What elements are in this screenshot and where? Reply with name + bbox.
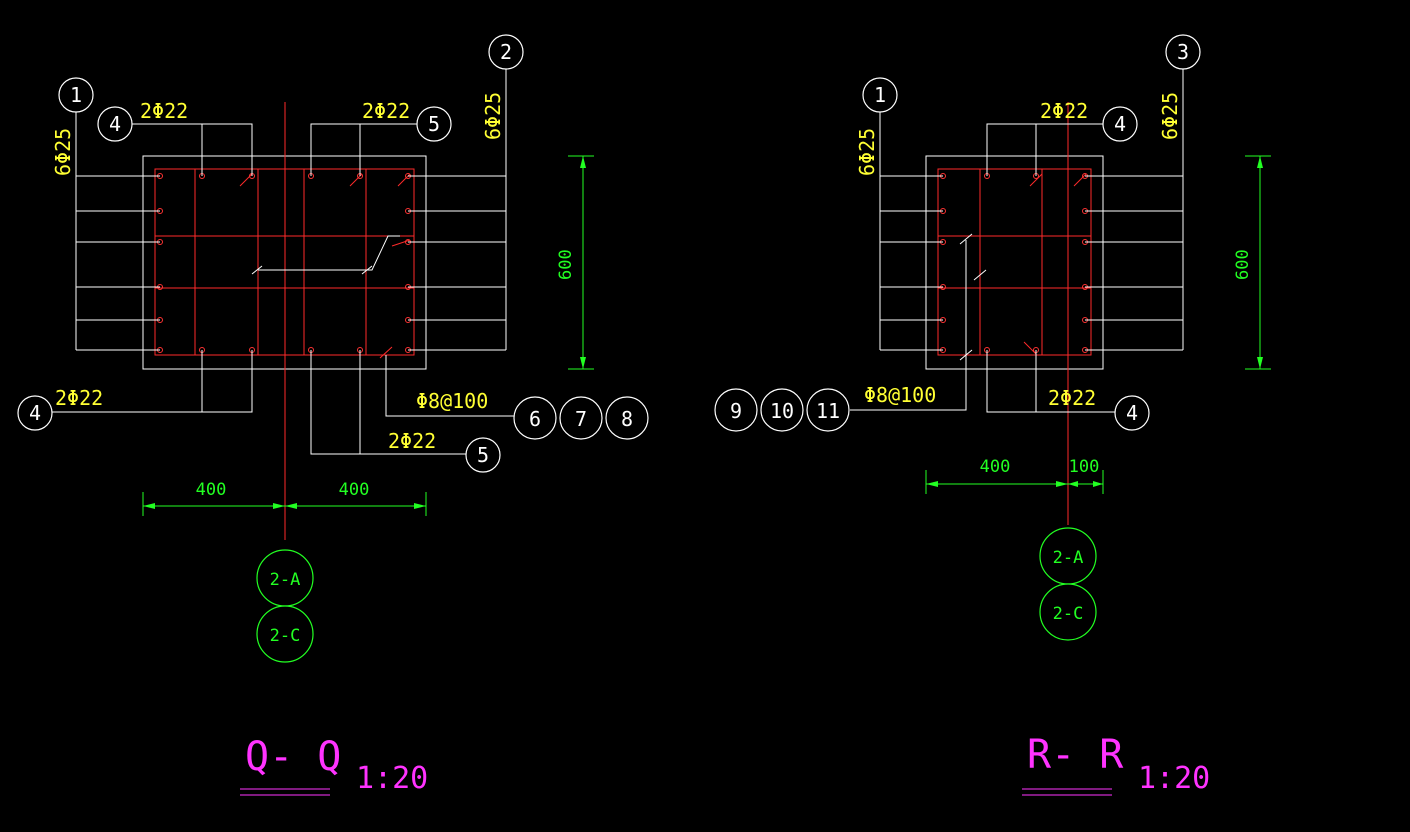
qq-label-left-side: 6Φ25: [51, 128, 75, 176]
qq-axis-2a[interactable]: 2-A: [256, 549, 314, 607]
rr-hooks: [1023, 173, 1087, 355]
qq-label-top-right: 2Φ22: [362, 99, 410, 123]
qq-bubble-7-text: 7: [575, 407, 587, 431]
rr-concrete-outline: [925, 155, 1104, 370]
rr-internal-link: [850, 233, 987, 411]
rr-rebar-dots: [940, 173, 1088, 353]
qq-axis-2a-text: 2-A: [270, 570, 301, 590]
rr-rebar-labels: 2Φ22 6Φ25 6Φ25 2Φ22 Φ8@100: [855, 92, 1182, 410]
qq-dimensions: 600 400 400: [142, 155, 594, 516]
section-rr: 1 3 4 4 9 10 11 2Φ22 6Φ25 6Φ25 2Φ22 Φ8@1…: [714, 34, 1271, 796]
rr-label-right-side: 6Φ25: [1158, 92, 1182, 140]
rr-scale: 1:20: [1138, 761, 1210, 796]
rr-axis-bubbles: 2-A 2-C: [1039, 527, 1097, 641]
qq-axis-2c-text: 2-C: [270, 626, 301, 646]
rr-stirrup-outer: [937, 168, 1092, 356]
section-qq: 1 2 4 5 4 5 6 7 8 2Φ22 2Φ22 6Φ25 6Φ25 2Φ…: [17, 34, 649, 796]
qq-label-top-left: 2Φ22: [140, 99, 188, 123]
rr-bubble-4-bottom-text: 4: [1126, 401, 1138, 425]
qq-internal-link: [251, 235, 400, 275]
rr-dim-height: 600: [1233, 249, 1253, 280]
rr-bubble-4-top-text: 4: [1114, 112, 1126, 136]
qq-bubble-5-bottom-text: 5: [477, 443, 489, 467]
qq-label-stirrup: Φ8@100: [416, 389, 488, 413]
rr-bubble-4-bottom[interactable]: 4: [1114, 395, 1150, 431]
rr-bottom-leaders: [986, 350, 1116, 413]
qq-hooks: [239, 173, 411, 359]
rr-axis-2a-text: 2-A: [1053, 548, 1084, 568]
rr-axis-2c[interactable]: 2-C: [1039, 583, 1097, 641]
rr-bubble-9[interactable]: 9: [714, 388, 758, 432]
qq-bubbles: 1 2 4 5 4 5 6 7 8: [17, 34, 649, 473]
rr-bubble-11[interactable]: 11: [806, 388, 850, 432]
rr-label-top-right: 2Φ22: [1040, 99, 1088, 123]
qq-bubble-5-top[interactable]: 5: [416, 106, 452, 142]
qq-bottom-leaders: [50, 350, 514, 455]
qq-rebar-labels: 2Φ22 2Φ22 6Φ25 6Φ25 2Φ22 2Φ22 Φ8@100: [51, 92, 505, 453]
qq-title-block: Q- Q 1:20: [240, 734, 428, 796]
qq-bubble-1[interactable]: 1: [58, 77, 94, 113]
qq-bubble-5-top-text: 5: [428, 112, 440, 136]
rr-inner-ties: [938, 102, 1091, 525]
qq-label-bottom-right: 2Φ22: [388, 429, 436, 453]
rr-bubbles: 1 3 4 4 9 10 11: [714, 34, 1201, 432]
qq-bubble-4-bottom[interactable]: 4: [17, 395, 53, 431]
qq-bubble-5-bottom[interactable]: 5: [465, 437, 501, 473]
rr-label-stirrup: Φ8@100: [864, 383, 936, 407]
qq-bubble-4-bottom-text: 4: [29, 401, 41, 425]
qq-dim-height: 600: [556, 249, 576, 280]
rr-left-leaders: [879, 95, 943, 351]
rr-bubble-3[interactable]: 3: [1165, 34, 1201, 70]
qq-scale: 1:20: [356, 761, 428, 796]
rr-label-left-side: 6Φ25: [855, 128, 879, 176]
rr-bubble-1-text: 1: [874, 83, 886, 107]
qq-right-leaders: [408, 68, 507, 351]
rr-bubble-10[interactable]: 10: [760, 388, 804, 432]
qq-bubble-2-text: 2: [500, 40, 512, 64]
qq-axis-2c[interactable]: 2-C: [256, 605, 314, 663]
qq-bubble-1-text: 1: [70, 83, 82, 107]
qq-axis-bubbles: 2-A 2-C: [256, 549, 314, 663]
qq-left-leaders: [75, 95, 160, 351]
rr-title-block: R- R 1:20: [1022, 732, 1210, 796]
qq-label-right-side: 6Φ25: [481, 92, 505, 140]
rr-bubble-11-text: 11: [816, 399, 840, 423]
qq-bubble-7[interactable]: 7: [559, 396, 603, 440]
qq-dim-left: 400: [196, 480, 227, 500]
rr-bubble-10-text: 10: [770, 399, 794, 423]
qq-top-leaders: [130, 123, 438, 176]
rr-bubble-3-text: 3: [1177, 40, 1189, 64]
qq-bubble-4-top[interactable]: 4: [97, 106, 133, 142]
rr-top-leaders: [986, 123, 1106, 176]
rr-bubble-4-top[interactable]: 4: [1102, 106, 1138, 142]
rr-axis-2a[interactable]: 2-A: [1039, 527, 1097, 585]
rr-bubble-9-text: 9: [730, 399, 742, 423]
rr-right-leaders: [1085, 68, 1184, 351]
rr-bubble-1[interactable]: 1: [862, 77, 898, 113]
qq-bubble-6-text: 6: [529, 407, 541, 431]
qq-inner-ties: [155, 102, 414, 540]
rr-label-bottom-right: 2Φ22: [1048, 386, 1096, 410]
qq-bubble-4-top-text: 4: [109, 112, 121, 136]
qq-bubble-8-text: 8: [621, 407, 633, 431]
qq-title: Q- Q: [245, 734, 341, 780]
qq-label-bottom-left: 2Φ22: [55, 386, 103, 410]
qq-bubble-6[interactable]: 6: [513, 396, 557, 440]
rr-dimensions: 600 400 100: [925, 155, 1271, 494]
rr-title: R- R: [1027, 732, 1124, 778]
rr-axis-2c-text: 2-C: [1053, 604, 1084, 624]
qq-bubble-8[interactable]: 8: [605, 396, 649, 440]
qq-bubble-2[interactable]: 2: [488, 34, 524, 70]
rr-dim-right: 100: [1069, 457, 1100, 477]
rr-dim-left: 400: [980, 457, 1011, 477]
qq-dim-right: 400: [339, 480, 370, 500]
